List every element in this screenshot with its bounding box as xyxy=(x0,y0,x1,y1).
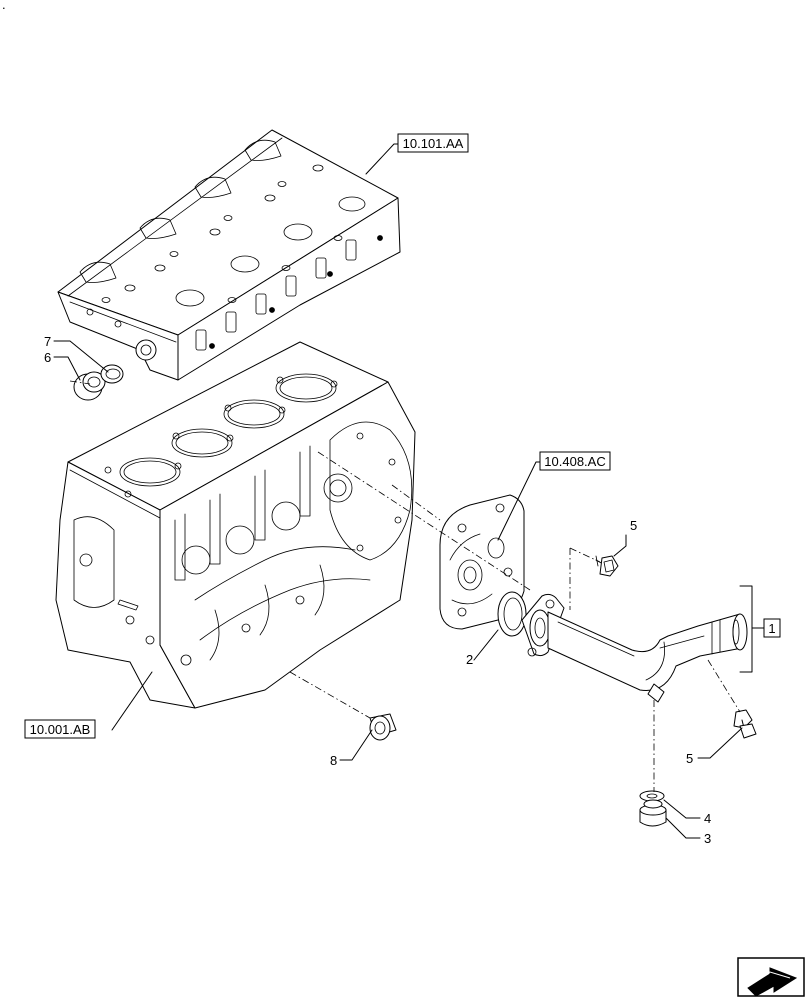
o-ring-item-2 xyxy=(497,591,527,637)
callout-item-4: 4 xyxy=(704,811,711,826)
leader-lines xyxy=(53,143,765,839)
callout-item-2: 2 xyxy=(466,652,473,667)
seal-ring-item-7 xyxy=(100,364,124,384)
ref-label-cylinder-head: 10.101.AA xyxy=(403,136,464,151)
alignment-lines xyxy=(69,380,741,792)
water-pipe xyxy=(521,593,748,703)
callout-item-6: 6 xyxy=(44,350,51,365)
bolt-item-5-upper xyxy=(595,555,619,577)
callout-item-7: 7 xyxy=(44,334,51,349)
callout-item-1: 1 xyxy=(768,621,775,636)
navigation-arrow-icon[interactable] xyxy=(737,957,805,997)
callout-item-5-lower: 5 xyxy=(686,751,693,766)
plug-item-8 xyxy=(369,713,397,741)
callout-item-8: 8 xyxy=(330,753,337,768)
washer-item-4 xyxy=(639,790,665,802)
plug-item-3 xyxy=(639,799,667,827)
pump-cover xyxy=(439,494,525,630)
cylinder-block xyxy=(55,341,416,709)
plug-item-6 xyxy=(73,371,106,401)
ref-box-cylinder-head: 10.101.AA xyxy=(397,133,469,153)
ref-box-assembly: 1 xyxy=(763,618,781,638)
bolt-item-5-lower xyxy=(733,709,757,739)
ref-box-cylinder-block: 10.001.AB xyxy=(24,719,96,739)
ref-label-pump-cover: 10.408.AC xyxy=(544,454,605,469)
ref-label-cylinder-block: 10.001.AB xyxy=(30,722,91,737)
corner-mark: . xyxy=(2,0,6,12)
callout-item-3: 3 xyxy=(704,831,711,846)
callout-item-5-upper: 5 xyxy=(630,518,637,533)
ref-box-pump-cover: 10.408.AC xyxy=(539,451,611,471)
cylinder-head xyxy=(57,129,401,381)
